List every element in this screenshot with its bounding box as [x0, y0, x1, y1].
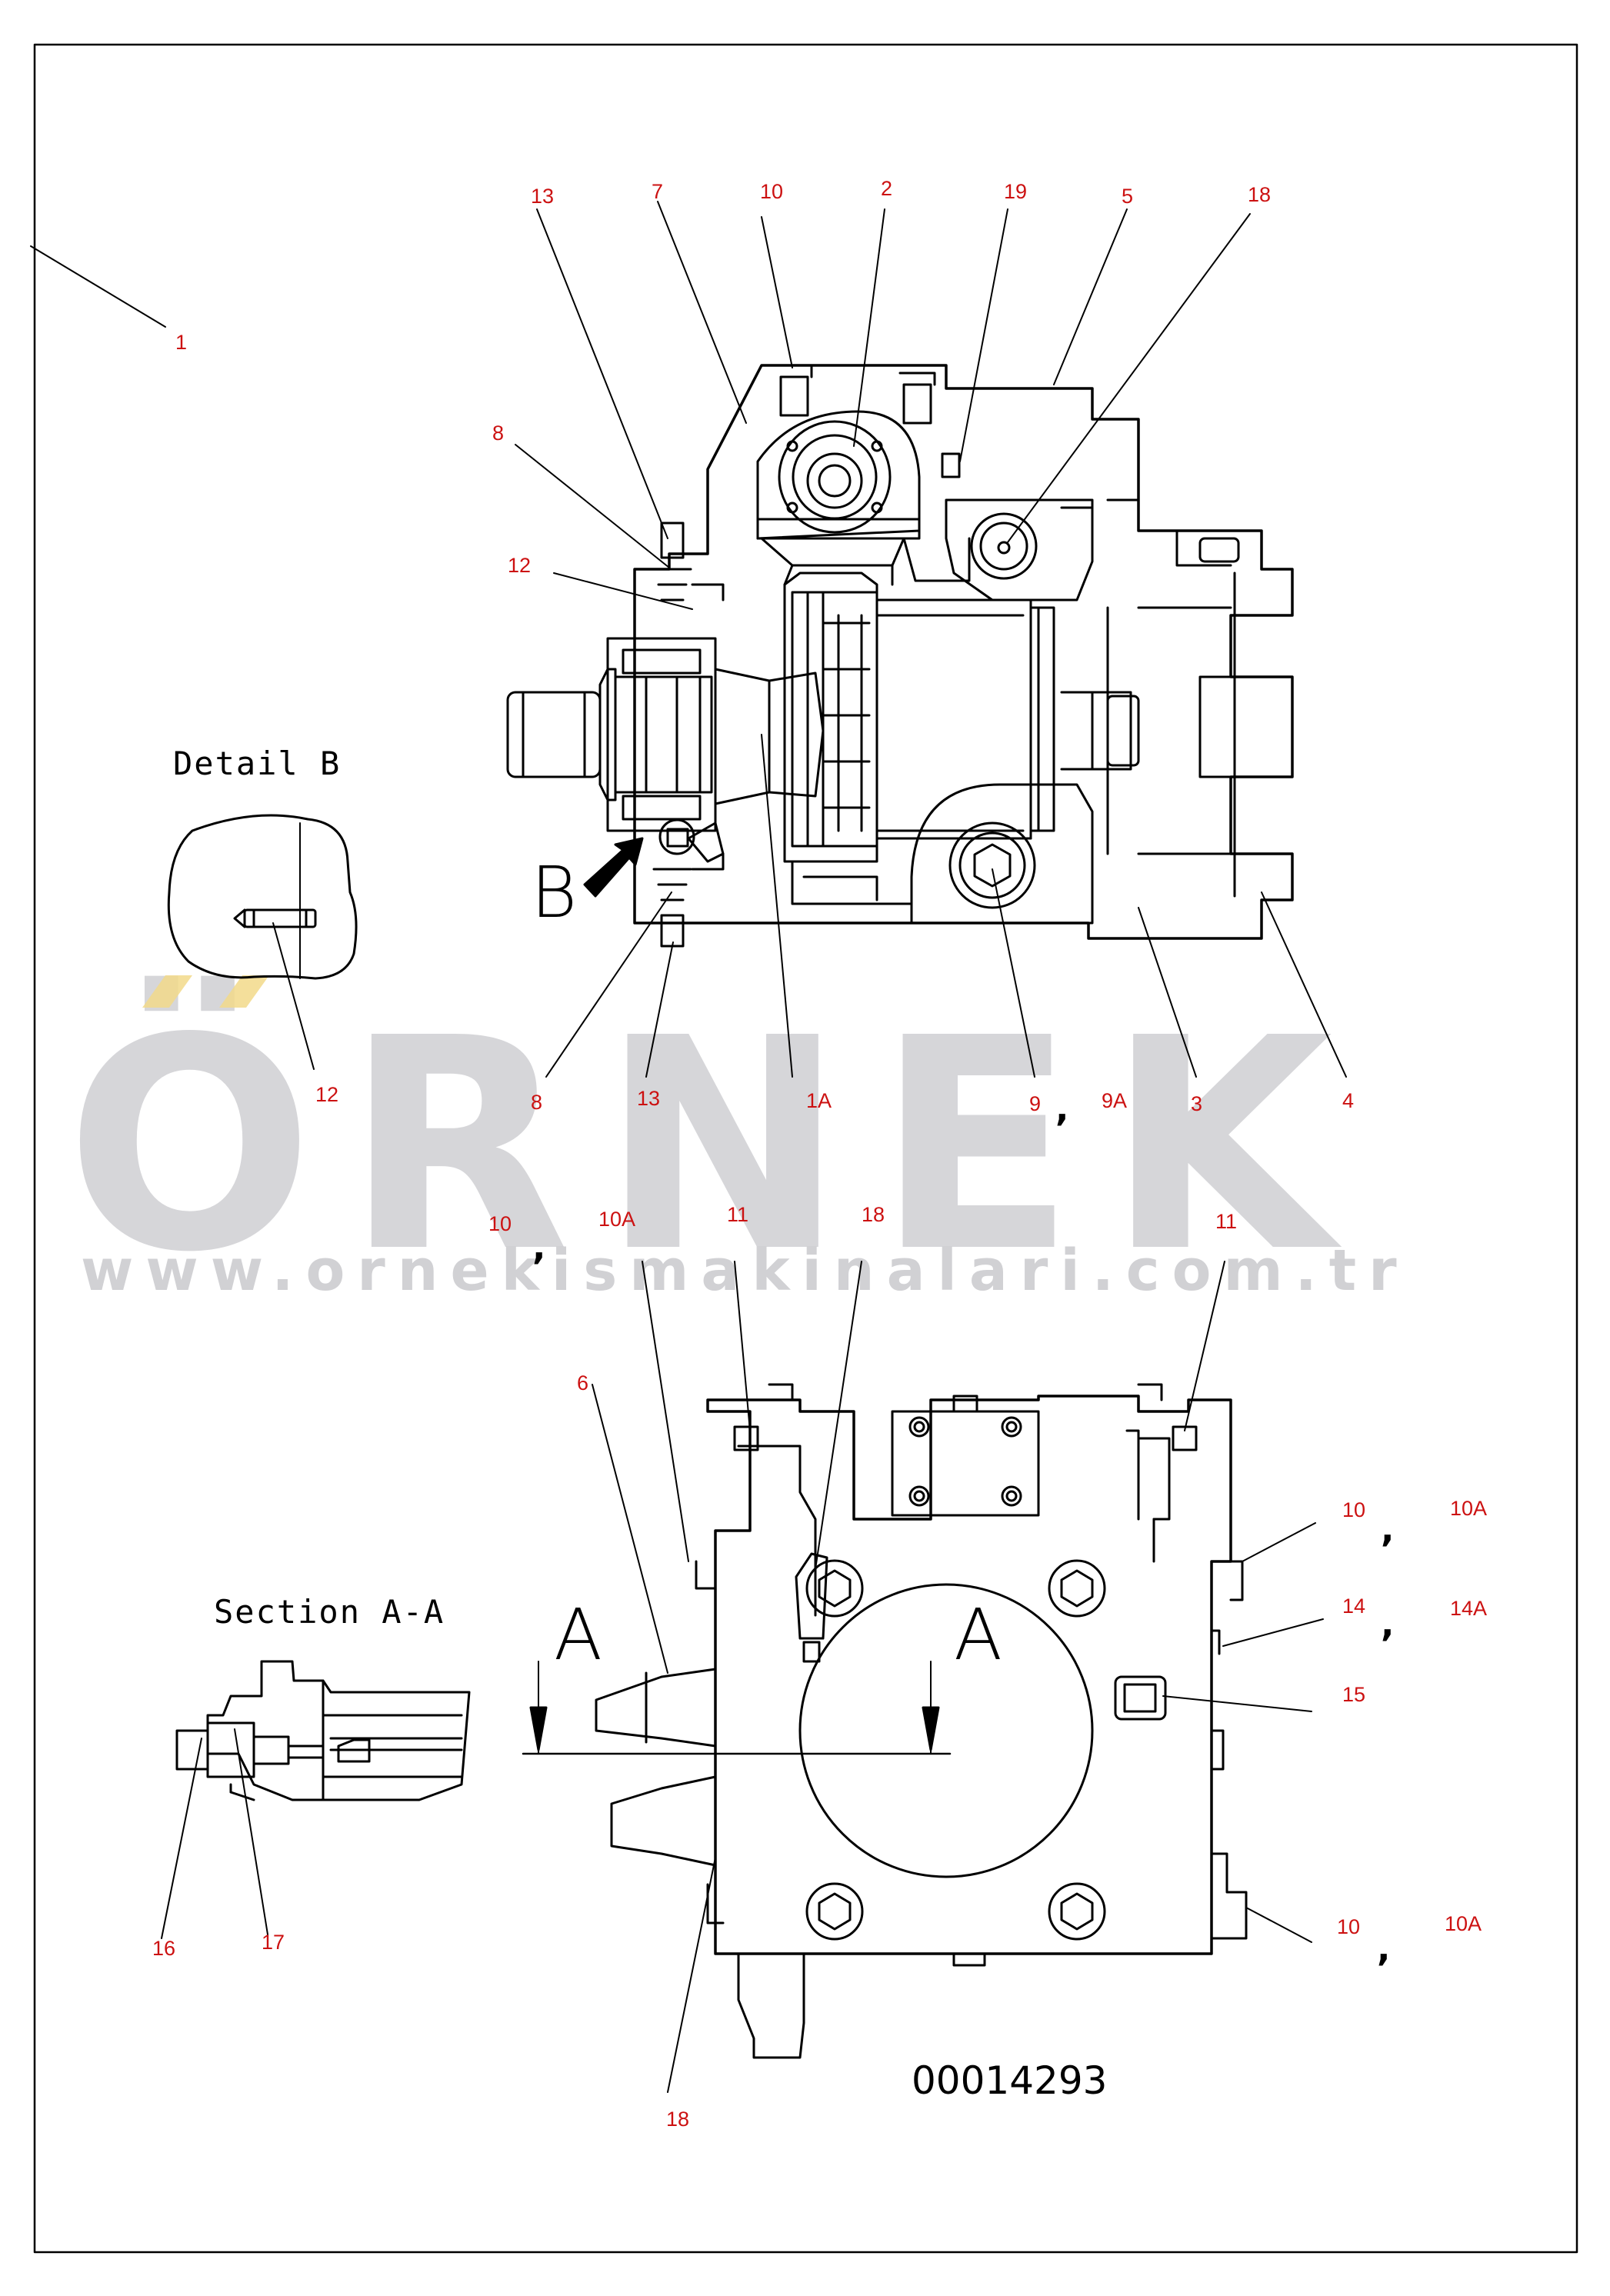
callout-10A-bottom[interactable]: 10A — [1445, 1912, 1482, 1935]
callout-10-bottom[interactable]: 10 — [1337, 1915, 1361, 1938]
drawing-number: 00014293 — [912, 2058, 1108, 2103]
callout-10-mid[interactable]: 10 — [488, 1212, 512, 1235]
hex-bolt-tr — [1048, 1559, 1106, 1618]
callout-13-bottom[interactable]: 13 — [637, 1087, 661, 1110]
callout-18-top[interactable]: 18 — [1248, 183, 1272, 206]
callout-10A-mid[interactable]: 10A — [598, 1208, 636, 1231]
callout-15[interactable]: 15 — [1342, 1683, 1366, 1706]
callout-5[interactable]: 5 — [1122, 185, 1134, 208]
callout-1[interactable]: 1 — [175, 331, 188, 354]
callout-8-bottom[interactable]: 8 — [531, 1091, 543, 1114]
hex-bolt-tl — [805, 1559, 864, 1618]
pump-side-view — [506, 364, 1294, 948]
callout-16[interactable]: 16 — [152, 1937, 176, 1960]
callout-9[interactable]: 9 — [1029, 1092, 1042, 1115]
callout-3[interactable]: 3 — [1191, 1092, 1203, 1115]
callout-10-top[interactable]: 10 — [760, 180, 784, 203]
comma-separator: , — [532, 1226, 546, 1268]
callout-14A[interactable]: 14A — [1450, 1597, 1488, 1620]
callout-10A-right[interactable]: 10A — [1450, 1497, 1488, 1520]
leader-lines — [30, 201, 1347, 2093]
detail-b-view — [167, 814, 358, 980]
pump-front-view — [522, 1383, 1248, 2059]
callout-12-detail[interactable]: 12 — [315, 1083, 339, 1106]
callout-18-mid[interactable]: 18 — [862, 1203, 885, 1226]
callout-18-bottom[interactable]: 18 — [666, 2108, 690, 2131]
callout-14[interactable]: 14 — [1342, 1595, 1366, 1618]
detail-b-label: Detail B — [173, 745, 342, 782]
page-border — [33, 43, 1578, 2254]
callout-19[interactable]: 19 — [1004, 180, 1028, 203]
callout-2[interactable]: 2 — [881, 177, 893, 200]
callout-11-left[interactable]: 11 — [727, 1203, 749, 1226]
watermark-url: www.ornekismakinalari.com.tr — [81, 1238, 1409, 1304]
callout-1A[interactable]: 1A — [806, 1089, 832, 1112]
comma-separator: , — [1377, 1928, 1391, 1969]
hex-bolt-bl — [805, 1882, 864, 1941]
callout-8-top[interactable]: 8 — [492, 422, 505, 445]
callout-11-right[interactable]: 11 — [1215, 1210, 1238, 1233]
section-letter-a-left: A — [554, 1594, 602, 1676]
section-aa-label: Section A-A — [214, 1593, 445, 1631]
callout-10-right[interactable]: 10 — [1342, 1498, 1366, 1521]
comma-separator: , — [1381, 1603, 1395, 1645]
callout-7[interactable]: 7 — [652, 180, 664, 203]
view-letter-b: B — [531, 851, 578, 934]
watermark-brand: ÖRNEK — [65, 975, 1364, 1316]
callout-4[interactable]: 4 — [1342, 1089, 1355, 1112]
comma-separator: , — [1381, 1508, 1395, 1550]
comma-separator: , — [1055, 1088, 1069, 1129]
section-letter-a-right: A — [954, 1594, 1002, 1676]
callout-17[interactable]: 17 — [262, 1931, 285, 1954]
hex-bolt-br — [1048, 1882, 1106, 1941]
callout-6[interactable]: 6 — [577, 1371, 589, 1395]
section-aa-view — [175, 1660, 471, 1801]
callout-12-top[interactable]: 12 — [508, 554, 532, 577]
callout-13-top[interactable]: 13 — [531, 185, 555, 208]
callout-9A[interactable]: 9A — [1102, 1089, 1128, 1112]
